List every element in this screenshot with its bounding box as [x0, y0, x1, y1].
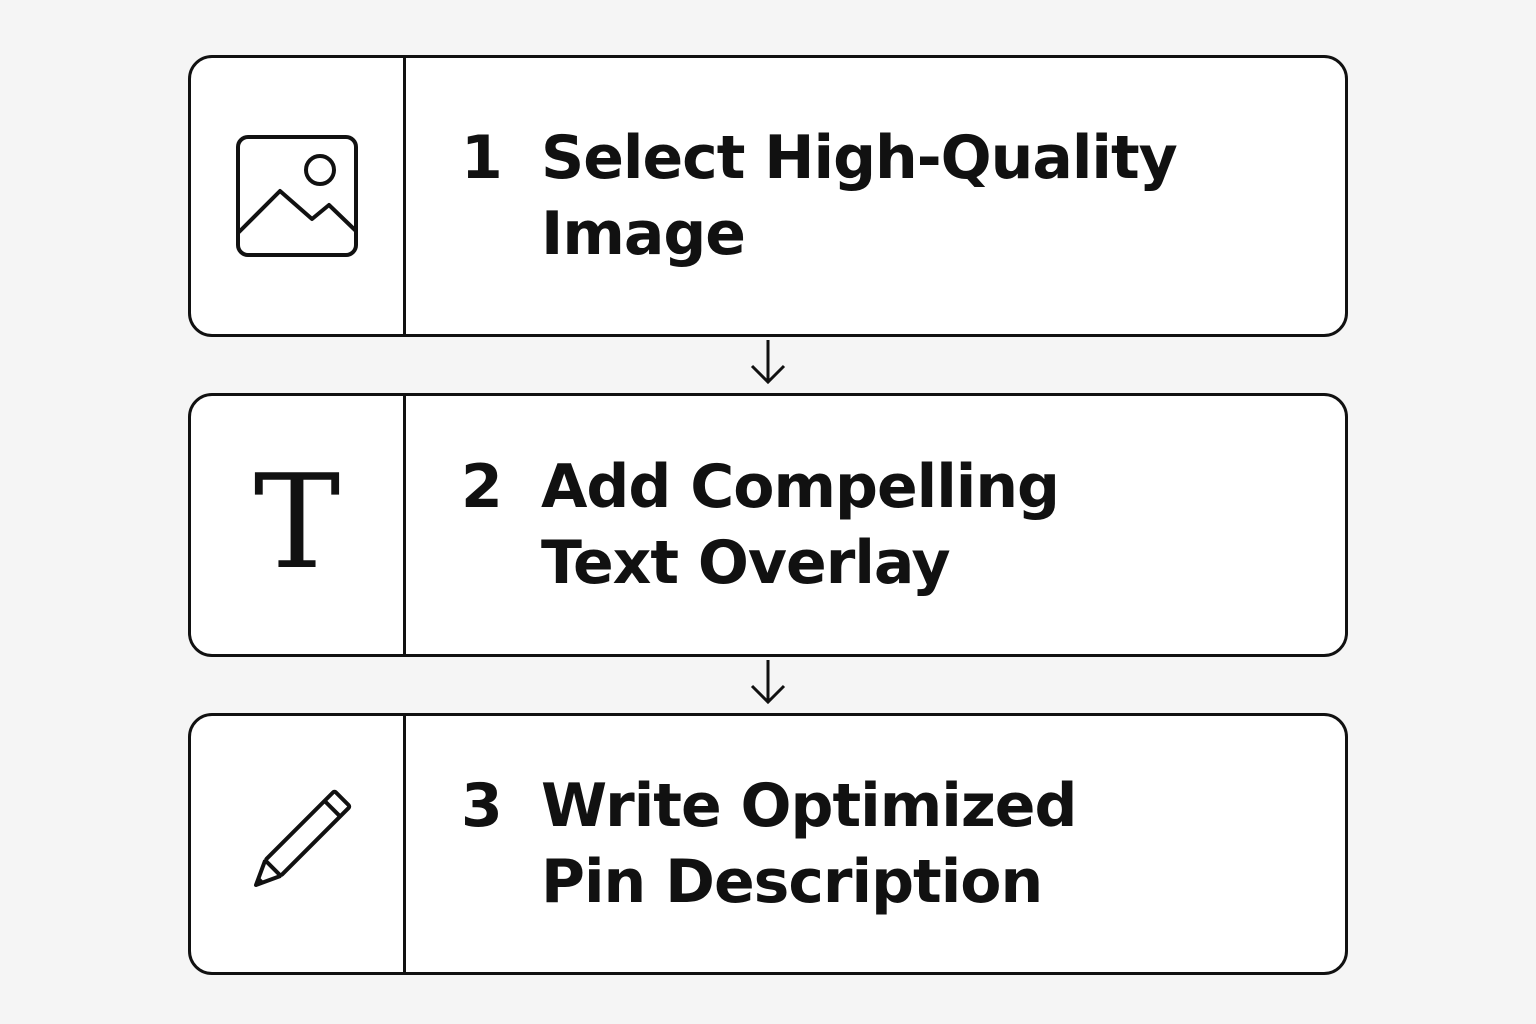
step-text-cell: 3 Write Optimized Pin Description — [406, 716, 1345, 972]
step-number: 2 — [461, 452, 503, 522]
down-arrow-icon — [750, 340, 786, 385]
step-title-row: 1 Select High-Quality Image — [461, 120, 1181, 272]
text-icon: T — [253, 446, 341, 598]
step-text-cell: 1 Select High-Quality Image — [406, 58, 1345, 334]
step-title: Add Compelling Text Overlay — [541, 452, 1060, 598]
step-icon-cell — [191, 58, 406, 334]
step-title-row: 3 Write Optimized Pin Description — [461, 768, 1181, 920]
step-card-select-image: 1 Select High-Quality Image — [188, 55, 1348, 337]
step-title: Select High-Quality Image — [541, 123, 1178, 269]
step-text-cell: 2 Add Compelling Text Overlay — [406, 396, 1345, 654]
step-number: 1 — [461, 123, 503, 193]
down-arrow-icon — [750, 660, 786, 705]
step-title: Write Optimized Pin Description — [541, 771, 1077, 917]
step-icon-cell — [191, 716, 406, 972]
step-number: 3 — [461, 771, 503, 841]
step-card-write-description: 3 Write Optimized Pin Description — [188, 713, 1348, 975]
step-icon-cell: T — [191, 396, 406, 654]
pencil-icon — [253, 789, 352, 888]
step-title-row: 2 Add Compelling Text Overlay — [461, 449, 1181, 601]
step-card-add-text: T 2 Add Compelling Text Overlay — [188, 393, 1348, 657]
image-icon — [236, 135, 358, 257]
